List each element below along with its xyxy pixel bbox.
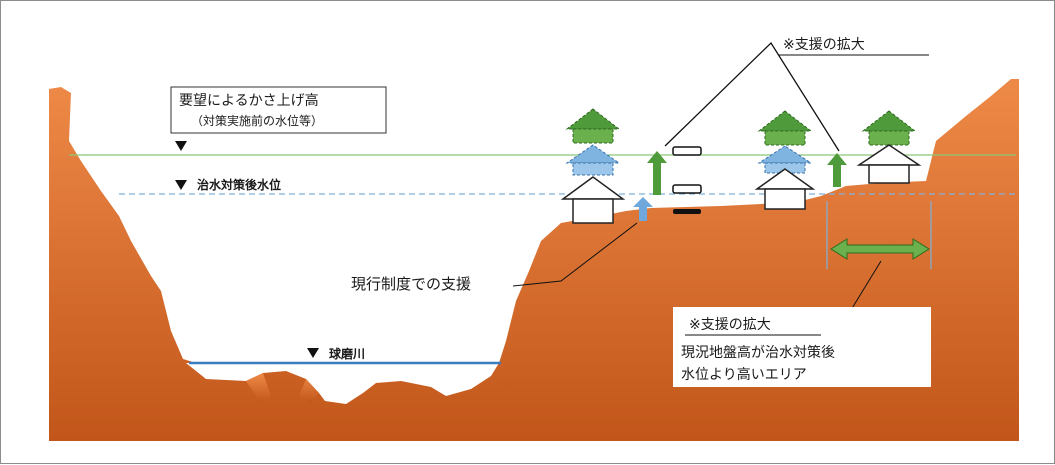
green-roof xyxy=(757,110,813,132)
riverbed-bumps xyxy=(246,373,319,403)
house-group-left xyxy=(560,108,626,224)
green-up-arrow xyxy=(647,151,667,195)
expansion-triangle xyxy=(664,41,840,152)
white-roof xyxy=(560,176,626,200)
current-support-leader xyxy=(512,222,638,287)
white-body xyxy=(572,198,614,224)
blue-up-arrow xyxy=(633,197,653,221)
green-body xyxy=(764,130,806,146)
riverbed-cut xyxy=(186,363,499,404)
request-label-line1: 要望によるかさ上げ高 xyxy=(179,92,319,109)
cars xyxy=(672,146,702,214)
blue-body xyxy=(572,162,614,176)
house-group-right xyxy=(856,110,922,184)
white-body xyxy=(764,188,806,210)
expansion-top-label: ※支援の拡大 xyxy=(783,37,865,53)
blue-roof xyxy=(565,144,621,164)
green-roof xyxy=(565,108,621,130)
area-double-arrow xyxy=(830,238,930,260)
expansion-bottom-label: ※支援の拡大 xyxy=(689,317,771,333)
car xyxy=(672,184,702,194)
house-group-middle xyxy=(754,110,816,210)
green-body xyxy=(572,128,614,144)
request-label-line2: （対策実施前の水位等） xyxy=(191,113,323,128)
river-level-marker xyxy=(307,348,319,358)
green-up-arrow xyxy=(827,153,847,187)
green-body xyxy=(868,130,910,146)
car xyxy=(673,209,701,214)
area-note-box xyxy=(673,307,931,387)
post-level-marker xyxy=(175,180,187,190)
request-label-box xyxy=(170,86,387,134)
car xyxy=(672,146,702,156)
area-note-line2: 水位より高いエリア xyxy=(681,366,807,383)
white-body xyxy=(868,164,910,184)
green-roof xyxy=(861,110,917,132)
request-level-marker xyxy=(175,141,187,151)
river-name-label: 球磨川 xyxy=(329,346,365,361)
area-note-line1: 現況地盤高が治水対策後 xyxy=(681,344,835,361)
current-support-label: 現行制度での支援 xyxy=(351,275,471,293)
post-level-label: 治水対策後水位 xyxy=(197,177,281,192)
